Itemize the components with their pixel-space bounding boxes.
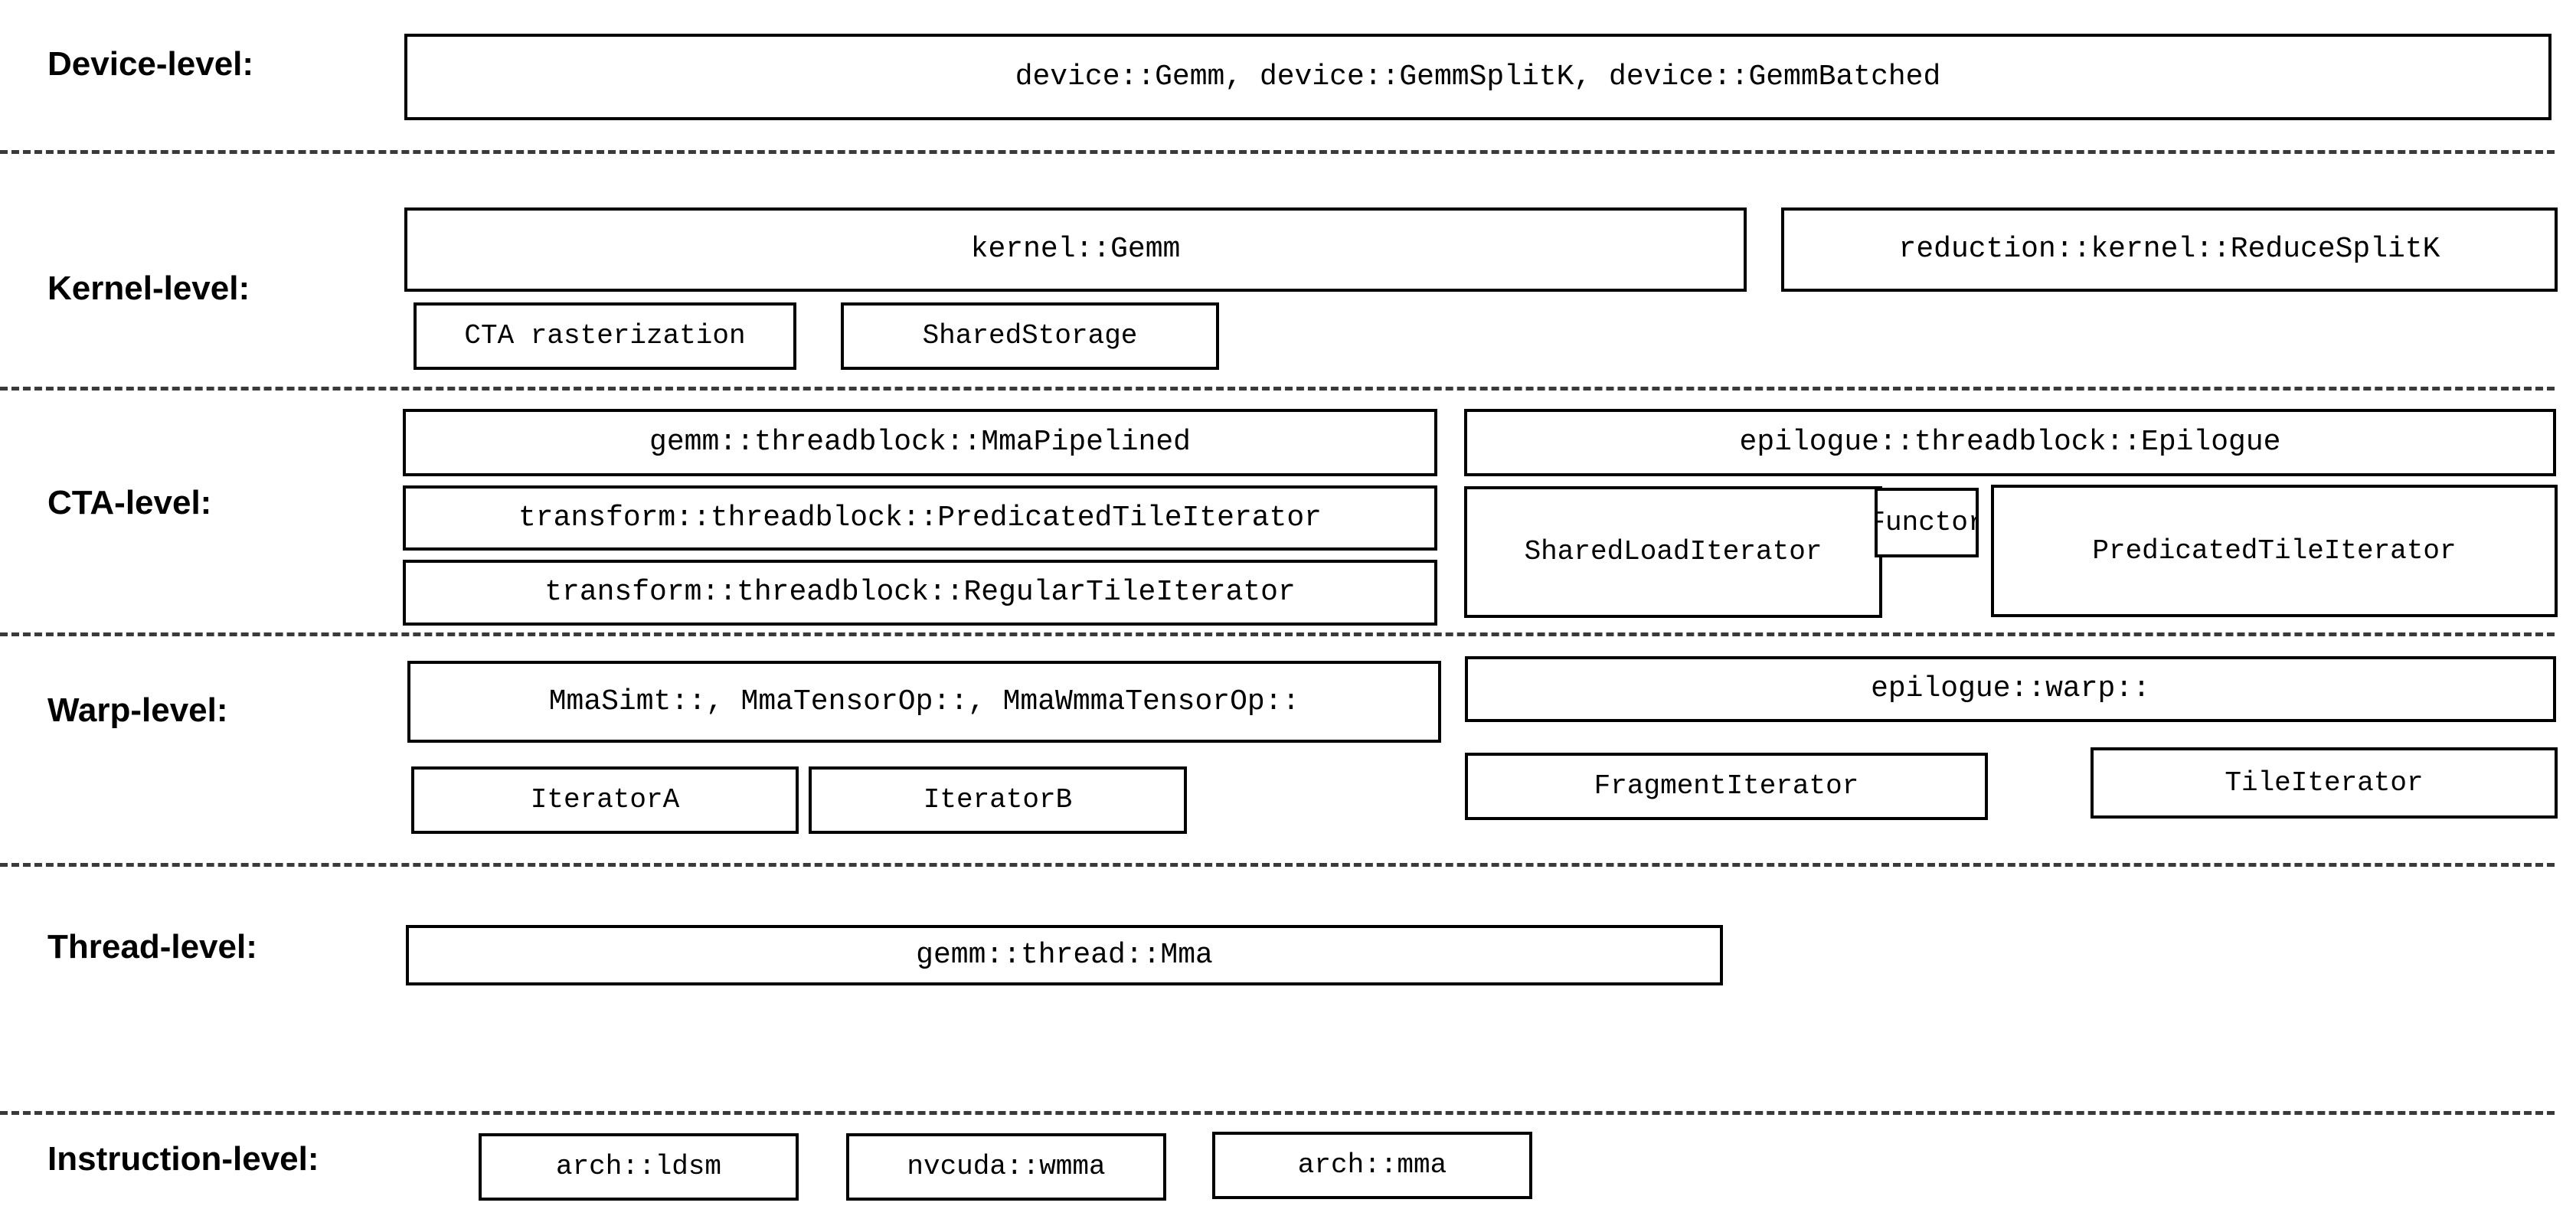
box-epilogue-threadblock-epilogue-label: epilogue::threadblock::Epilogue [1739, 426, 2281, 459]
box-tile-iterator[interactable]: TileIterator [2091, 747, 2558, 819]
box-warp-mma-ops-label: MmaSimt::, MmaTensorOp::, MmaWmmaTensorO… [548, 685, 1300, 718]
box-warp-mma-ops[interactable]: MmaSimt::, MmaTensorOp::, MmaWmmaTensorO… [407, 661, 1441, 743]
level-label-instruction: Instruction-level: [47, 1140, 319, 1178]
separator-thread-instruction [0, 1111, 2555, 1115]
box-shared-storage-label: SharedStorage [922, 320, 1138, 351]
level-label-device: Device-level: [47, 45, 254, 83]
box-epilogue-predicatedtileiterator[interactable]: PredicatedTileIterator [1991, 485, 2558, 617]
box-transform-threadblock-predicatedtileiterator[interactable]: transform::threadblock::PredicatedTileIt… [403, 485, 1437, 551]
box-sharedloaditerator-label: SharedLoadIterator [1524, 536, 1822, 567]
box-gemm-threadblock-mmapipelined-label: gemm::threadblock::MmaPipelined [649, 426, 1191, 459]
separator-cta-warp [0, 632, 2555, 636]
box-epilogue-threadblock-epilogue[interactable]: epilogue::threadblock::Epilogue [1464, 409, 2556, 476]
box-nvcuda-wmma[interactable]: nvcuda::wmma [846, 1133, 1166, 1201]
box-shared-storage[interactable]: SharedStorage [841, 302, 1219, 370]
box-iterator-b-label: IteratorB [923, 784, 1073, 815]
box-transform-threadblock-predicatedtileiterator-label: transform::threadblock::PredicatedTileIt… [518, 501, 1322, 534]
box-transform-threadblock-regulartileiterator-label: transform::threadblock::RegularTileItera… [544, 576, 1296, 609]
box-arch-ldsm[interactable]: arch::ldsm [479, 1133, 799, 1201]
level-label-kernel: Kernel-level: [47, 270, 250, 307]
box-cta-rasterization[interactable]: CTA rasterization [414, 302, 796, 370]
box-kernel-gemm-label: kernel::Gemm [970, 233, 1181, 266]
box-cta-rasterization-label: CTA rasterization [464, 320, 746, 351]
separator-warp-thread [0, 863, 2555, 867]
box-epilogue-warp-label: epilogue::warp:: [1871, 672, 2150, 705]
box-device-gemm-label: device::Gemm, device::GemmSplitK, device… [1015, 60, 1941, 93]
box-epilogue-predicatedtileiterator-label: PredicatedTileIterator [2092, 534, 2457, 567]
separator-device-kernel [0, 150, 2555, 154]
level-label-cta: CTA-level: [47, 484, 212, 521]
separator-kernel-cta [0, 387, 2555, 391]
box-fragment-iterator-label: FragmentIterator [1594, 770, 1859, 802]
box-iterator-a[interactable]: IteratorA [411, 766, 799, 834]
box-functor[interactable]: Functor [1875, 488, 1979, 557]
box-tile-iterator-label: TileIterator [2225, 766, 2424, 799]
box-iterator-b[interactable]: IteratorB [809, 766, 1187, 834]
box-gemm-threadblock-mmapipelined[interactable]: gemm::threadblock::MmaPipelined [403, 409, 1437, 476]
box-transform-threadblock-regulartileiterator[interactable]: transform::threadblock::RegularTileItera… [403, 560, 1437, 626]
box-arch-mma-label: arch::mma [1297, 1149, 1447, 1181]
level-label-warp: Warp-level: [47, 691, 228, 729]
box-arch-mma[interactable]: arch::mma [1212, 1132, 1532, 1199]
box-kernel-gemm[interactable]: kernel::Gemm [404, 208, 1747, 292]
box-nvcuda-wmma-label: nvcuda::wmma [907, 1151, 1106, 1182]
box-sharedloaditerator[interactable]: SharedLoadIterator [1464, 486, 1882, 618]
box-reduction-reduce-splitk-label: reduction::kernel::ReduceSplitK [1898, 233, 2440, 266]
box-iterator-a-label: IteratorA [530, 784, 680, 815]
box-gemm-thread-mma[interactable]: gemm::thread::Mma [406, 925, 1723, 985]
box-arch-ldsm-label: arch::ldsm [555, 1151, 722, 1182]
box-fragment-iterator[interactable]: FragmentIterator [1465, 753, 1988, 820]
box-gemm-thread-mma-label: gemm::thread::Mma [916, 938, 1213, 972]
box-reduction-reduce-splitk[interactable]: reduction::kernel::ReduceSplitK [1781, 208, 2558, 292]
box-functor-label: Functor [1878, 506, 1979, 538]
level-label-thread: Thread-level: [47, 928, 257, 966]
box-device-gemm[interactable]: device::Gemm, device::GemmSplitK, device… [404, 34, 2551, 120]
box-epilogue-warp[interactable]: epilogue::warp:: [1465, 656, 2556, 722]
